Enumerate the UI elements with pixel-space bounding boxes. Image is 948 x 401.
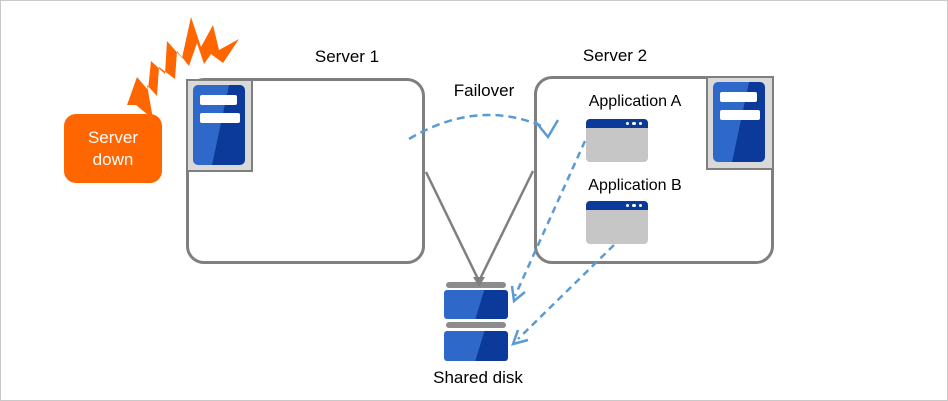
server1-label: Server 1	[314, 47, 380, 66]
failover-label: Failover	[453, 81, 515, 100]
server-tower-icon	[713, 82, 765, 162]
titlebar-dot-icon	[625, 121, 629, 126]
disk-cap	[446, 322, 506, 328]
disk-unit	[444, 331, 508, 361]
application-a-window-icon	[586, 119, 648, 162]
server1-icon-frame	[186, 79, 253, 172]
titlebar-dot-icon	[638, 203, 642, 208]
application-b-window-icon	[586, 201, 648, 244]
disk-cap	[446, 282, 506, 288]
server-slot-bar	[200, 95, 237, 105]
failover-arc	[408, 113, 545, 141]
server-tower-icon	[193, 85, 245, 165]
server-slot-bar	[720, 110, 760, 120]
server-down-line2: down	[92, 149, 134, 169]
titlebar-dot-icon	[638, 121, 642, 126]
server2-icon-frame	[706, 76, 774, 170]
app-window-titlebar	[586, 201, 648, 210]
server2-label: Server 2	[582, 46, 648, 65]
app-b-arrowhead-icon	[511, 329, 529, 346]
server-down-callout: Server down	[64, 114, 162, 183]
server-slot-bar	[200, 113, 240, 123]
shared-disk-icon	[444, 282, 508, 361]
application-b-label: Application B	[588, 177, 682, 194]
server2-disk-connector	[478, 170, 535, 280]
server-slot-bar	[720, 92, 757, 102]
titlebar-dot-icon	[625, 203, 629, 208]
server1-disk-connector	[424, 171, 480, 280]
app-window-titlebar	[586, 119, 648, 128]
app-a-arrowhead-icon	[510, 285, 526, 304]
disk-unit	[444, 290, 508, 319]
titlebar-dot-icon	[632, 121, 636, 126]
titlebar-dot-icon	[632, 203, 636, 208]
shared-disk-label: Shared disk	[433, 368, 523, 387]
server-down-line1: Server	[87, 128, 139, 148]
application-a-label: Application A	[588, 93, 682, 110]
